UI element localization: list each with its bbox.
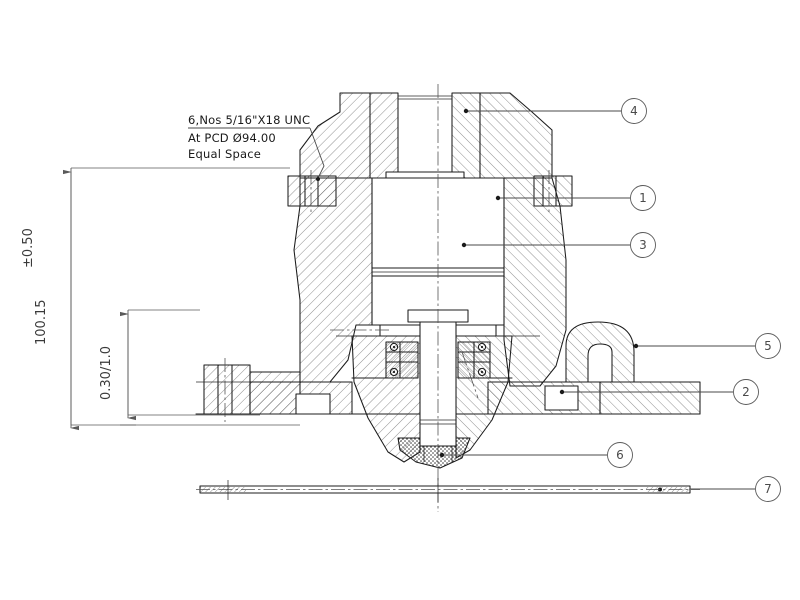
balloon-3-label: 3 (639, 238, 647, 252)
dim-overall-height-value: 100.15 (34, 300, 49, 346)
balloon-1-label: 1 (639, 191, 647, 205)
balloon-6[interactable]: 6 (439, 442, 633, 468)
balloon-2[interactable]: 2 (559, 379, 759, 405)
balloon-4[interactable]: 4 (463, 98, 647, 124)
balloon-5[interactable]: 5 (633, 333, 781, 359)
balloon-callouts: 4 1 3 5 2 (439, 98, 781, 502)
balloon-2-label: 2 (742, 385, 750, 399)
thread-note-line-1: 6,Nos 5/16"X18 UNC (188, 113, 310, 127)
dim-overall-height: 100.15 ±0.50 (21, 167, 300, 431)
thread-note-block: 6,Nos 5/16"X18 UNC At PCD Ø94.00 Equal S… (188, 113, 325, 181)
part-7-gasket (196, 478, 700, 502)
dim-step-height-value: 0.30/1.0 (99, 346, 114, 400)
dimension-group: 100.15 ±0.50 0.30/1.0 (21, 167, 300, 431)
dim-overall-height-tolerance: ±0.50 (21, 228, 36, 268)
balloon-1[interactable]: 1 (495, 185, 656, 211)
part-4-inlet-boss (299, 92, 553, 179)
thread-note-line-2: At PCD Ø94.00 (188, 131, 276, 145)
bearing-seal-pack-right (457, 341, 491, 379)
balloon-7-label: 7 (764, 482, 772, 496)
bearing-seal-pack-left (385, 341, 419, 379)
thread-note-line-3: Equal Space (188, 147, 261, 161)
balloon-6-label: 6 (616, 448, 624, 462)
volute-arch-right (565, 321, 701, 415)
balloon-5-label: 5 (764, 339, 772, 353)
dim-step-height: 0.30/1.0 (99, 309, 260, 426)
balloon-7[interactable]: 7 (690, 476, 781, 502)
balloon-4-label: 4 (630, 104, 638, 118)
balloon-3[interactable]: 3 (461, 232, 656, 258)
pump-body-section (195, 84, 701, 512)
